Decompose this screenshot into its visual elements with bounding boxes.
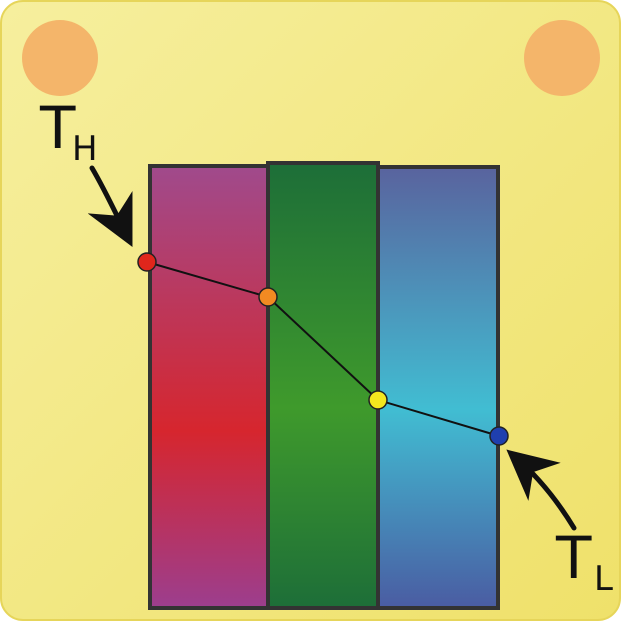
arrow-icon bbox=[506, 449, 577, 531]
corner-circle-right-icon bbox=[524, 20, 600, 96]
layer-2 bbox=[266, 161, 380, 610]
layer-stack bbox=[148, 161, 500, 610]
layer-3 bbox=[376, 165, 500, 610]
cold-temperature-subscript: L bbox=[594, 559, 613, 599]
hot-temperature-subscript: H bbox=[72, 129, 98, 169]
temperature-point-interface-1 bbox=[258, 287, 278, 307]
hot-temperature-label: T bbox=[39, 94, 76, 162]
cold-temperature-label: T bbox=[555, 524, 592, 592]
temperature-profile-line bbox=[146, 261, 500, 437]
layer-1 bbox=[148, 164, 270, 610]
corner-circle-left-icon bbox=[22, 20, 98, 96]
temperature-point-cold bbox=[489, 426, 509, 446]
temperature-point-interface-2 bbox=[368, 390, 388, 410]
arrow-icon bbox=[87, 165, 133, 247]
temperature-point-hot bbox=[137, 252, 157, 272]
